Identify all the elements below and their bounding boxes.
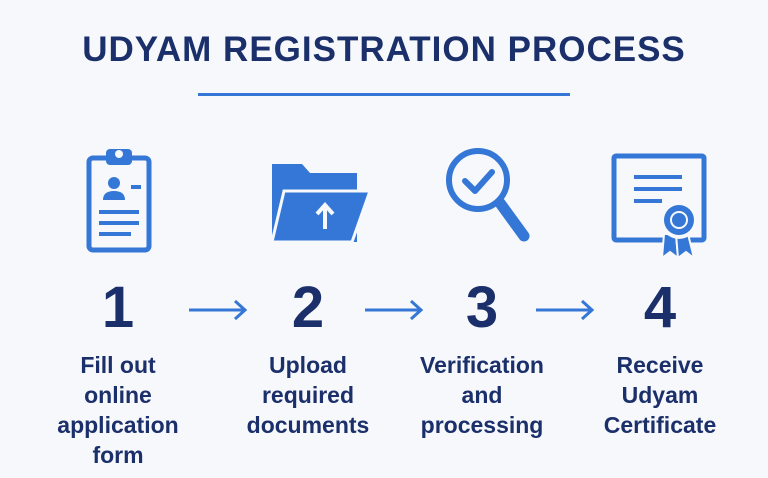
arrow-right-icon (536, 299, 595, 321)
step-label: Receive Udyam Certificate (603, 352, 717, 438)
page-title: UDYAM REGISTRATION PROCESS (82, 30, 686, 69)
title-underline (198, 93, 570, 96)
arrow-right-icon (365, 299, 424, 321)
step-label: Verification and processing (420, 352, 544, 438)
certificate-icon (585, 142, 735, 260)
step-3: 3 Verification and processing (407, 0, 557, 478)
step-number: 1 (101, 275, 135, 340)
folder-upload-icon (233, 142, 383, 260)
step-label: Fill out online application form (57, 352, 179, 468)
step-number: 4 (643, 275, 677, 340)
step-1: 1 Fill out online application form (43, 0, 193, 478)
step-label: Upload required documents (246, 352, 370, 438)
magnifier-check-icon (407, 142, 557, 260)
step-4: 4 Receive Udyam Certificate (585, 0, 735, 478)
arrow-right-icon (189, 299, 248, 321)
clipboard-form-icon (43, 142, 193, 260)
step-number: 2 (291, 275, 325, 340)
step-number: 3 (465, 275, 499, 340)
step-2: 2 Upload required documents (233, 0, 383, 478)
